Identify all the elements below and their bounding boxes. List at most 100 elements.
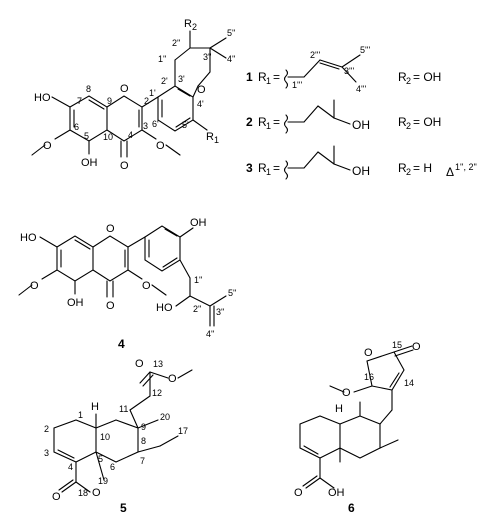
- legend-3-delta: Δ: [446, 165, 454, 179]
- c4-atom-o-3: O: [142, 280, 151, 292]
- c6-atom-oh-acid: OH: [328, 487, 345, 499]
- atom-ho-7: HO: [34, 92, 51, 104]
- locant-8: 8: [86, 84, 91, 94]
- locant-3p: 3': [178, 74, 185, 84]
- legend-1-r2: R: [398, 70, 407, 84]
- c5-loc-3: 3: [44, 448, 49, 458]
- legend-1-r2-sub: 2: [406, 76, 411, 86]
- atom-r2-sub: 2: [192, 22, 197, 32]
- c4-loc-1pp: 1'': [194, 275, 203, 285]
- locant-4pp: 4'': [227, 54, 236, 64]
- locant-5p: 5': [182, 120, 189, 130]
- locant-1p: 1': [149, 88, 156, 98]
- locant-6p: 6': [152, 119, 159, 129]
- locant-7: 7: [77, 96, 82, 106]
- c6-atom-o-ring: O: [364, 347, 373, 359]
- c5-loc-18: 18: [78, 488, 88, 498]
- c5-atom-o-ester: O: [168, 373, 177, 385]
- legend-3-r1-sub: 1: [266, 167, 271, 177]
- compound-number-1: 1: [246, 70, 253, 84]
- atom-oh-5: OH: [81, 157, 98, 169]
- atom-r1-sub: 1: [214, 135, 219, 145]
- c4-atom-o-4: O: [106, 300, 115, 312]
- legend-1-loc-5ppp: 5''': [360, 45, 370, 55]
- compound-6-structure: [299, 345, 414, 489]
- locant-9: 9: [107, 96, 112, 106]
- c4-atom-o-6: O: [30, 280, 39, 292]
- locant-5: 5: [84, 131, 89, 141]
- legend-1-loc-1ppp: 1''': [292, 80, 302, 90]
- legend-3-r2: R: [398, 161, 407, 175]
- c5-loc-20: 20: [160, 412, 170, 422]
- c5-loc-5: 5: [98, 454, 103, 464]
- compound-number-2: 2: [246, 115, 253, 129]
- legend-3-r2-sub: 2: [406, 167, 411, 177]
- c5-loc-12: 12: [152, 388, 162, 398]
- legend-1-eq: =: [273, 70, 280, 84]
- locant-3pp: 3'': [203, 52, 212, 62]
- locant-1pp: 1'': [158, 54, 167, 64]
- c5-loc-2: 2: [44, 424, 49, 434]
- c4-loc-3pp: 3'': [216, 307, 225, 317]
- legend-compound-2: 2 R 1 = OH R 2 = OH: [246, 99, 441, 134]
- compound-number-5: 5: [120, 501, 127, 515]
- legend-3-r1: R: [258, 161, 267, 175]
- c5-atom-o-19: O: [92, 487, 101, 499]
- legend-3-oh: OH: [352, 164, 370, 178]
- compound-number-4: 4: [118, 337, 125, 351]
- legend-3-r2-value: = H: [413, 161, 432, 175]
- compound-number-3: 3: [246, 161, 253, 175]
- c5-loc-1: 1: [78, 410, 83, 420]
- c4-atom-ho: HO: [20, 232, 37, 244]
- compound-number-6: 6: [348, 501, 355, 515]
- c4-atom-oh-4p: OH: [190, 217, 207, 229]
- locant-4: 4: [128, 130, 133, 140]
- atom-o-4: O: [120, 160, 129, 172]
- legend-1-r1: R: [258, 70, 267, 84]
- legend-2-r2: R: [398, 115, 407, 129]
- locant-5pp: 5'': [227, 28, 236, 38]
- c5-loc-11: 11: [119, 404, 128, 414]
- c6-loc-14: 14: [404, 378, 414, 388]
- legend-2-r1-sub: 1: [266, 121, 271, 131]
- c6-atom-o-acid: O: [294, 487, 303, 499]
- c5-loc-10: 10: [100, 432, 110, 442]
- locant-10: 10: [103, 132, 113, 142]
- c4-atom-ho-2pp: HO: [156, 302, 173, 314]
- legend-2-r2-sub: 2: [406, 121, 411, 131]
- legend-1-loc-4ppp: 4''': [356, 84, 366, 94]
- c5-loc-17: 17: [178, 426, 188, 436]
- legend-1-loc-2ppp: 2''': [310, 50, 320, 60]
- c5-loc-13: 13: [153, 359, 163, 369]
- c5-loc-7: 7: [140, 456, 145, 466]
- c4-atom-oh-5: OH: [67, 297, 84, 309]
- atom-r2: R: [184, 18, 192, 30]
- atom-o-1: O: [120, 83, 129, 95]
- c5-loc-6: 6: [110, 462, 115, 472]
- legend-3-delta-sup: 1'', 2'': [455, 162, 477, 172]
- compound-5-structure: [53, 369, 193, 493]
- c6-loc-15: 15: [392, 340, 402, 350]
- locant-3: 3: [143, 121, 148, 131]
- legend-1-r2-value: = OH: [413, 70, 441, 84]
- compound-4-structure: [18, 225, 227, 327]
- c5-loc-19: 19: [98, 476, 108, 486]
- legend-2-r2-value: = OH: [413, 115, 441, 129]
- legend-1-r1-sub: 1: [266, 76, 271, 86]
- atom-o-pyran: O: [197, 84, 206, 96]
- legend-compound-3: 3 R 1 = OH R 2 = H Δ 1'', 2'': [246, 145, 477, 180]
- atom-r1: R: [206, 131, 214, 143]
- c4-atom-o-1: O: [106, 223, 115, 235]
- atom-o-6: O: [43, 140, 52, 152]
- c5-loc-8: 8: [141, 436, 146, 446]
- c5-atom-h: H: [91, 401, 99, 413]
- flavone-scaffold-1-3: [31, 30, 227, 158]
- c4-loc-5pp: 5'': [228, 288, 237, 298]
- legend-compound-1: 1 R 1 = 1''' 2''' 3''' 4''' 5''' R 2 = O…: [246, 45, 441, 94]
- c4-loc-4pp: 4'': [206, 329, 215, 339]
- legend-2-eq: =: [273, 115, 280, 129]
- c5-loc-9: 9: [141, 422, 146, 432]
- legend-3-eq: =: [273, 161, 280, 175]
